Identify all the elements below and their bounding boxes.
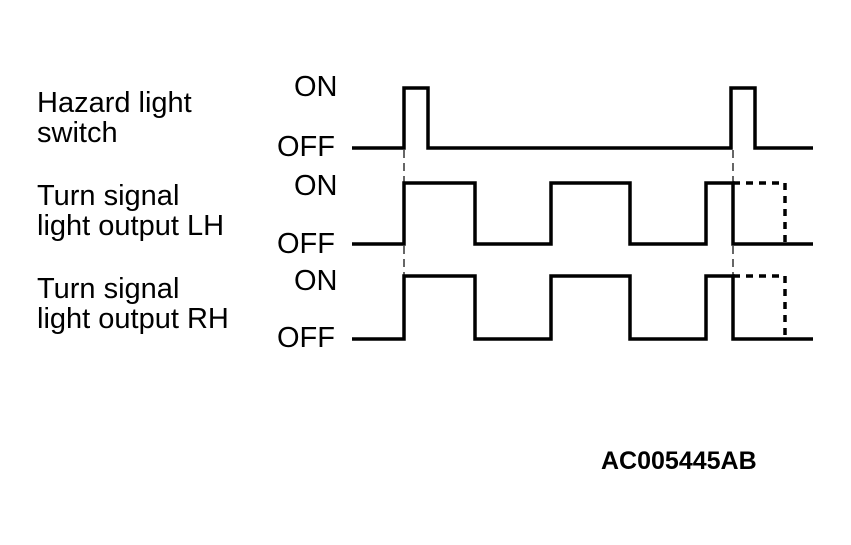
signal-label-line1: Turn signal xyxy=(37,180,180,212)
off-state-label: OFF xyxy=(277,322,335,354)
signal-label-line1: Turn signal xyxy=(37,273,180,305)
signal-label-line2: light output RH xyxy=(37,303,229,335)
on-state-label: ON xyxy=(294,170,338,202)
signal-label-hazard-switch: Hazard light switch xyxy=(37,88,192,148)
signal-label-turn-lh: Turn signal light output LH xyxy=(37,181,224,241)
off-state-label: OFF xyxy=(277,131,335,163)
turn-rh-waveform xyxy=(352,274,813,341)
signal-label-line1: Hazard light xyxy=(37,87,192,119)
off-state-label: OFF xyxy=(277,228,335,260)
on-state-label: ON xyxy=(294,265,338,297)
figure-code: AC005445AB xyxy=(601,447,757,475)
signal-label-line2: light output LH xyxy=(37,210,225,242)
signal-label-turn-rh: Turn signal light output RH xyxy=(37,274,229,334)
turn-lh-waveform xyxy=(352,181,813,246)
on-state-label: ON xyxy=(294,71,338,103)
signal-label-line2: switch xyxy=(37,117,118,149)
hazard-switch-waveform xyxy=(352,86,813,150)
turn-lh-dashed-continuation xyxy=(733,181,787,244)
turn-rh-dashed-continuation xyxy=(733,274,787,339)
